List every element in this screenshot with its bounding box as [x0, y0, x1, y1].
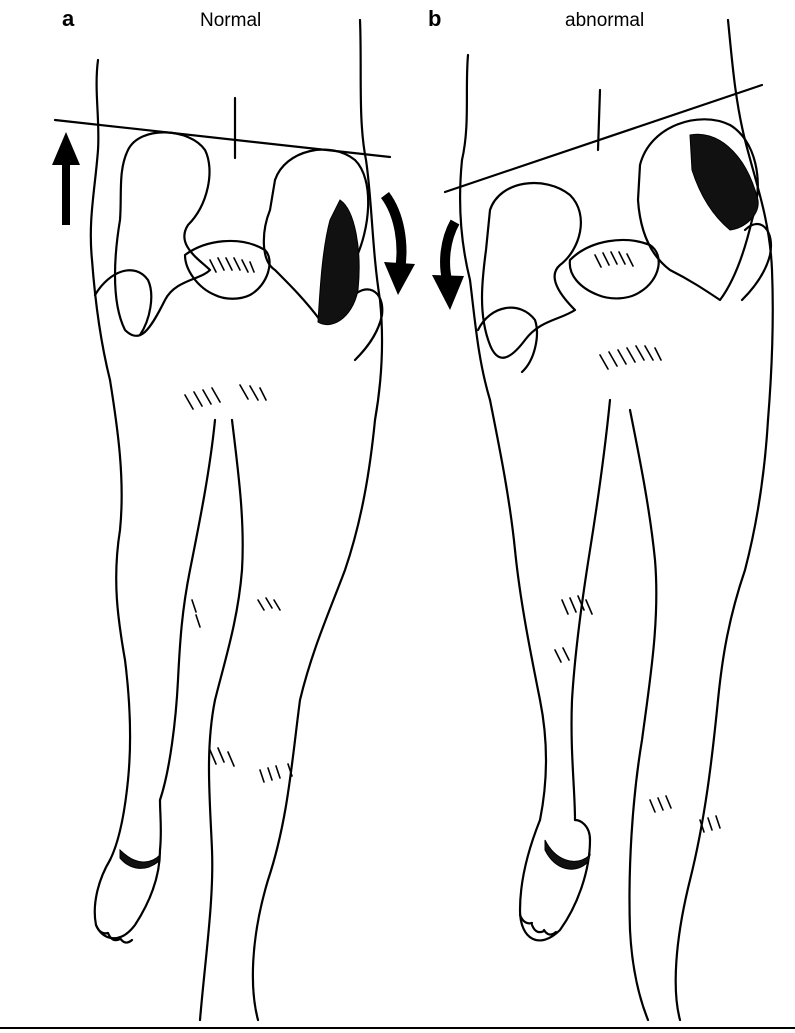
ankle-shading-a — [120, 850, 160, 868]
left-leg-outer-a — [110, 380, 130, 860]
left-leg-inner-a — [160, 420, 215, 800]
right-leg-inner-a — [200, 420, 243, 1020]
calf-shading-a — [210, 748, 292, 782]
arrow-down-icon — [384, 195, 415, 295]
panel-b-figure — [432, 20, 773, 1020]
ankle-shading-b — [545, 840, 590, 869]
gluteus-shading-b — [595, 134, 758, 369]
calf-shading-b — [650, 796, 720, 832]
arrow-up-icon — [52, 132, 80, 225]
ilium-left-a — [115, 132, 210, 336]
ilium-left-b — [482, 183, 581, 358]
right-leg-outer-a — [253, 420, 375, 1020]
right-leg-inner-b — [630, 410, 657, 1020]
torso-right-outline-a — [360, 20, 382, 420]
arrow-down-icon — [432, 222, 464, 310]
sacrum-a — [185, 241, 270, 299]
knee-shading-b — [555, 596, 592, 662]
left-foot-a — [95, 800, 161, 938]
sacrum-b — [570, 240, 659, 298]
gluteus-shading-a — [185, 200, 359, 409]
left-leg-outer-b — [490, 400, 546, 820]
torso-left-outline-b — [460, 55, 490, 400]
femur-head-right-b — [742, 224, 771, 300]
spine-line-b — [598, 90, 600, 150]
torso-left-outline-a — [91, 60, 110, 380]
right-leg-outer-b — [676, 420, 768, 1020]
femur-head-left-b — [478, 308, 537, 372]
panel-a-figure — [52, 20, 415, 1020]
